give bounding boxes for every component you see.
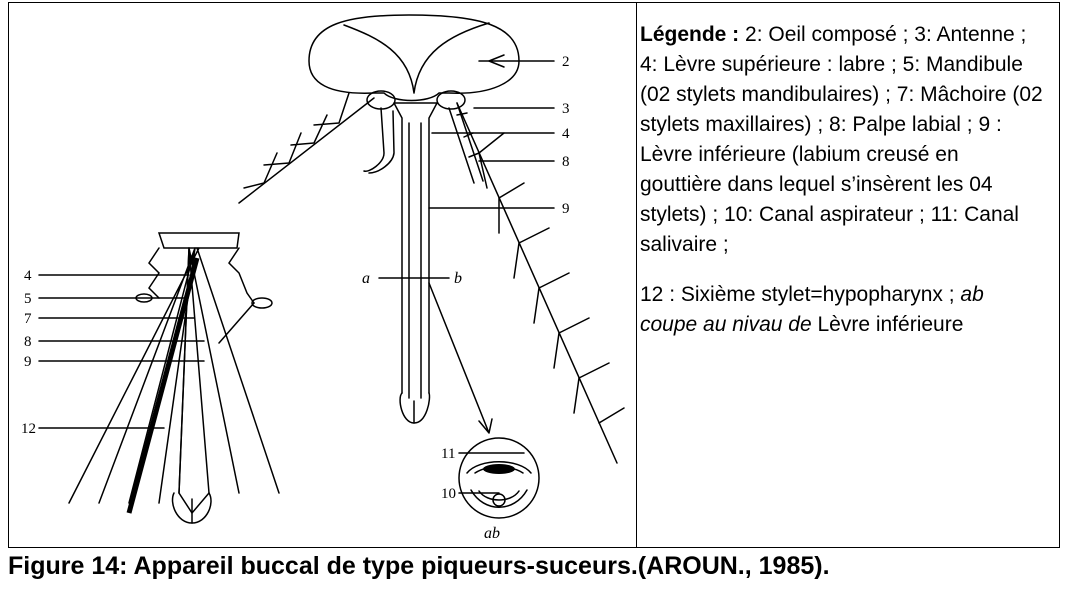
label-ab: ab <box>484 525 500 542</box>
label-8-lower: 8 <box>24 334 32 350</box>
mosquito-mouthparts-illustration: 2 3 4 8 9 4 5 7 8 9 12 11 10 a b ab <box>9 3 636 546</box>
antenna-left <box>239 98 374 203</box>
proboscis <box>394 103 437 393</box>
caption-prefix: Figure 14 <box>8 552 119 580</box>
legend-body: 2: Oeil composé ; 3: Antenne ; 4: Lèvre … <box>640 23 1043 256</box>
label-a: a <box>362 270 370 287</box>
label-3: 3 <box>562 101 570 117</box>
figure-caption: Figure 14: Appareil buccal de type pique… <box>8 552 1063 581</box>
label-9-lower: 9 <box>24 354 32 370</box>
label-4-upper: 4 <box>562 126 570 142</box>
caption-rest: : Appareil buccal de type piqueurs-suceu… <box>119 552 829 580</box>
labrum-base <box>159 233 239 248</box>
label-4-lower: 4 <box>24 268 32 284</box>
label-12-lower: 12 <box>21 421 36 437</box>
label-b: b <box>454 270 462 287</box>
legend-title: Légende : <box>640 23 739 46</box>
label-7-lower: 7 <box>24 311 32 327</box>
head-outline <box>309 15 519 101</box>
label-8-upper: 8 <box>562 154 570 170</box>
eye-division <box>344 23 489 93</box>
label-2: 2 <box>562 54 570 70</box>
legend-panel: Légende : 2: Oeil composé ; 3: Antenne ;… <box>640 20 1045 340</box>
antenna-right <box>457 103 617 463</box>
label-10-section: 10 <box>441 486 456 502</box>
legend-paragraph-2: 12 : Sixième stylet=hypopharynx ; ab cou… <box>640 280 1045 340</box>
section-arrow <box>429 283 492 433</box>
label-9-upper: 9 <box>562 201 570 217</box>
legend-p2-end: Lèvre inférieure <box>812 313 964 336</box>
column-divider <box>636 3 637 547</box>
label-5-lower: 5 <box>24 291 32 307</box>
legend-paragraph-1: Légende : 2: Oeil composé ; 3: Antenne ;… <box>640 20 1045 260</box>
label-11-section: 11 <box>441 446 455 462</box>
legend-p2-text: 12 : Sixième stylet=hypopharynx ; <box>640 283 960 306</box>
